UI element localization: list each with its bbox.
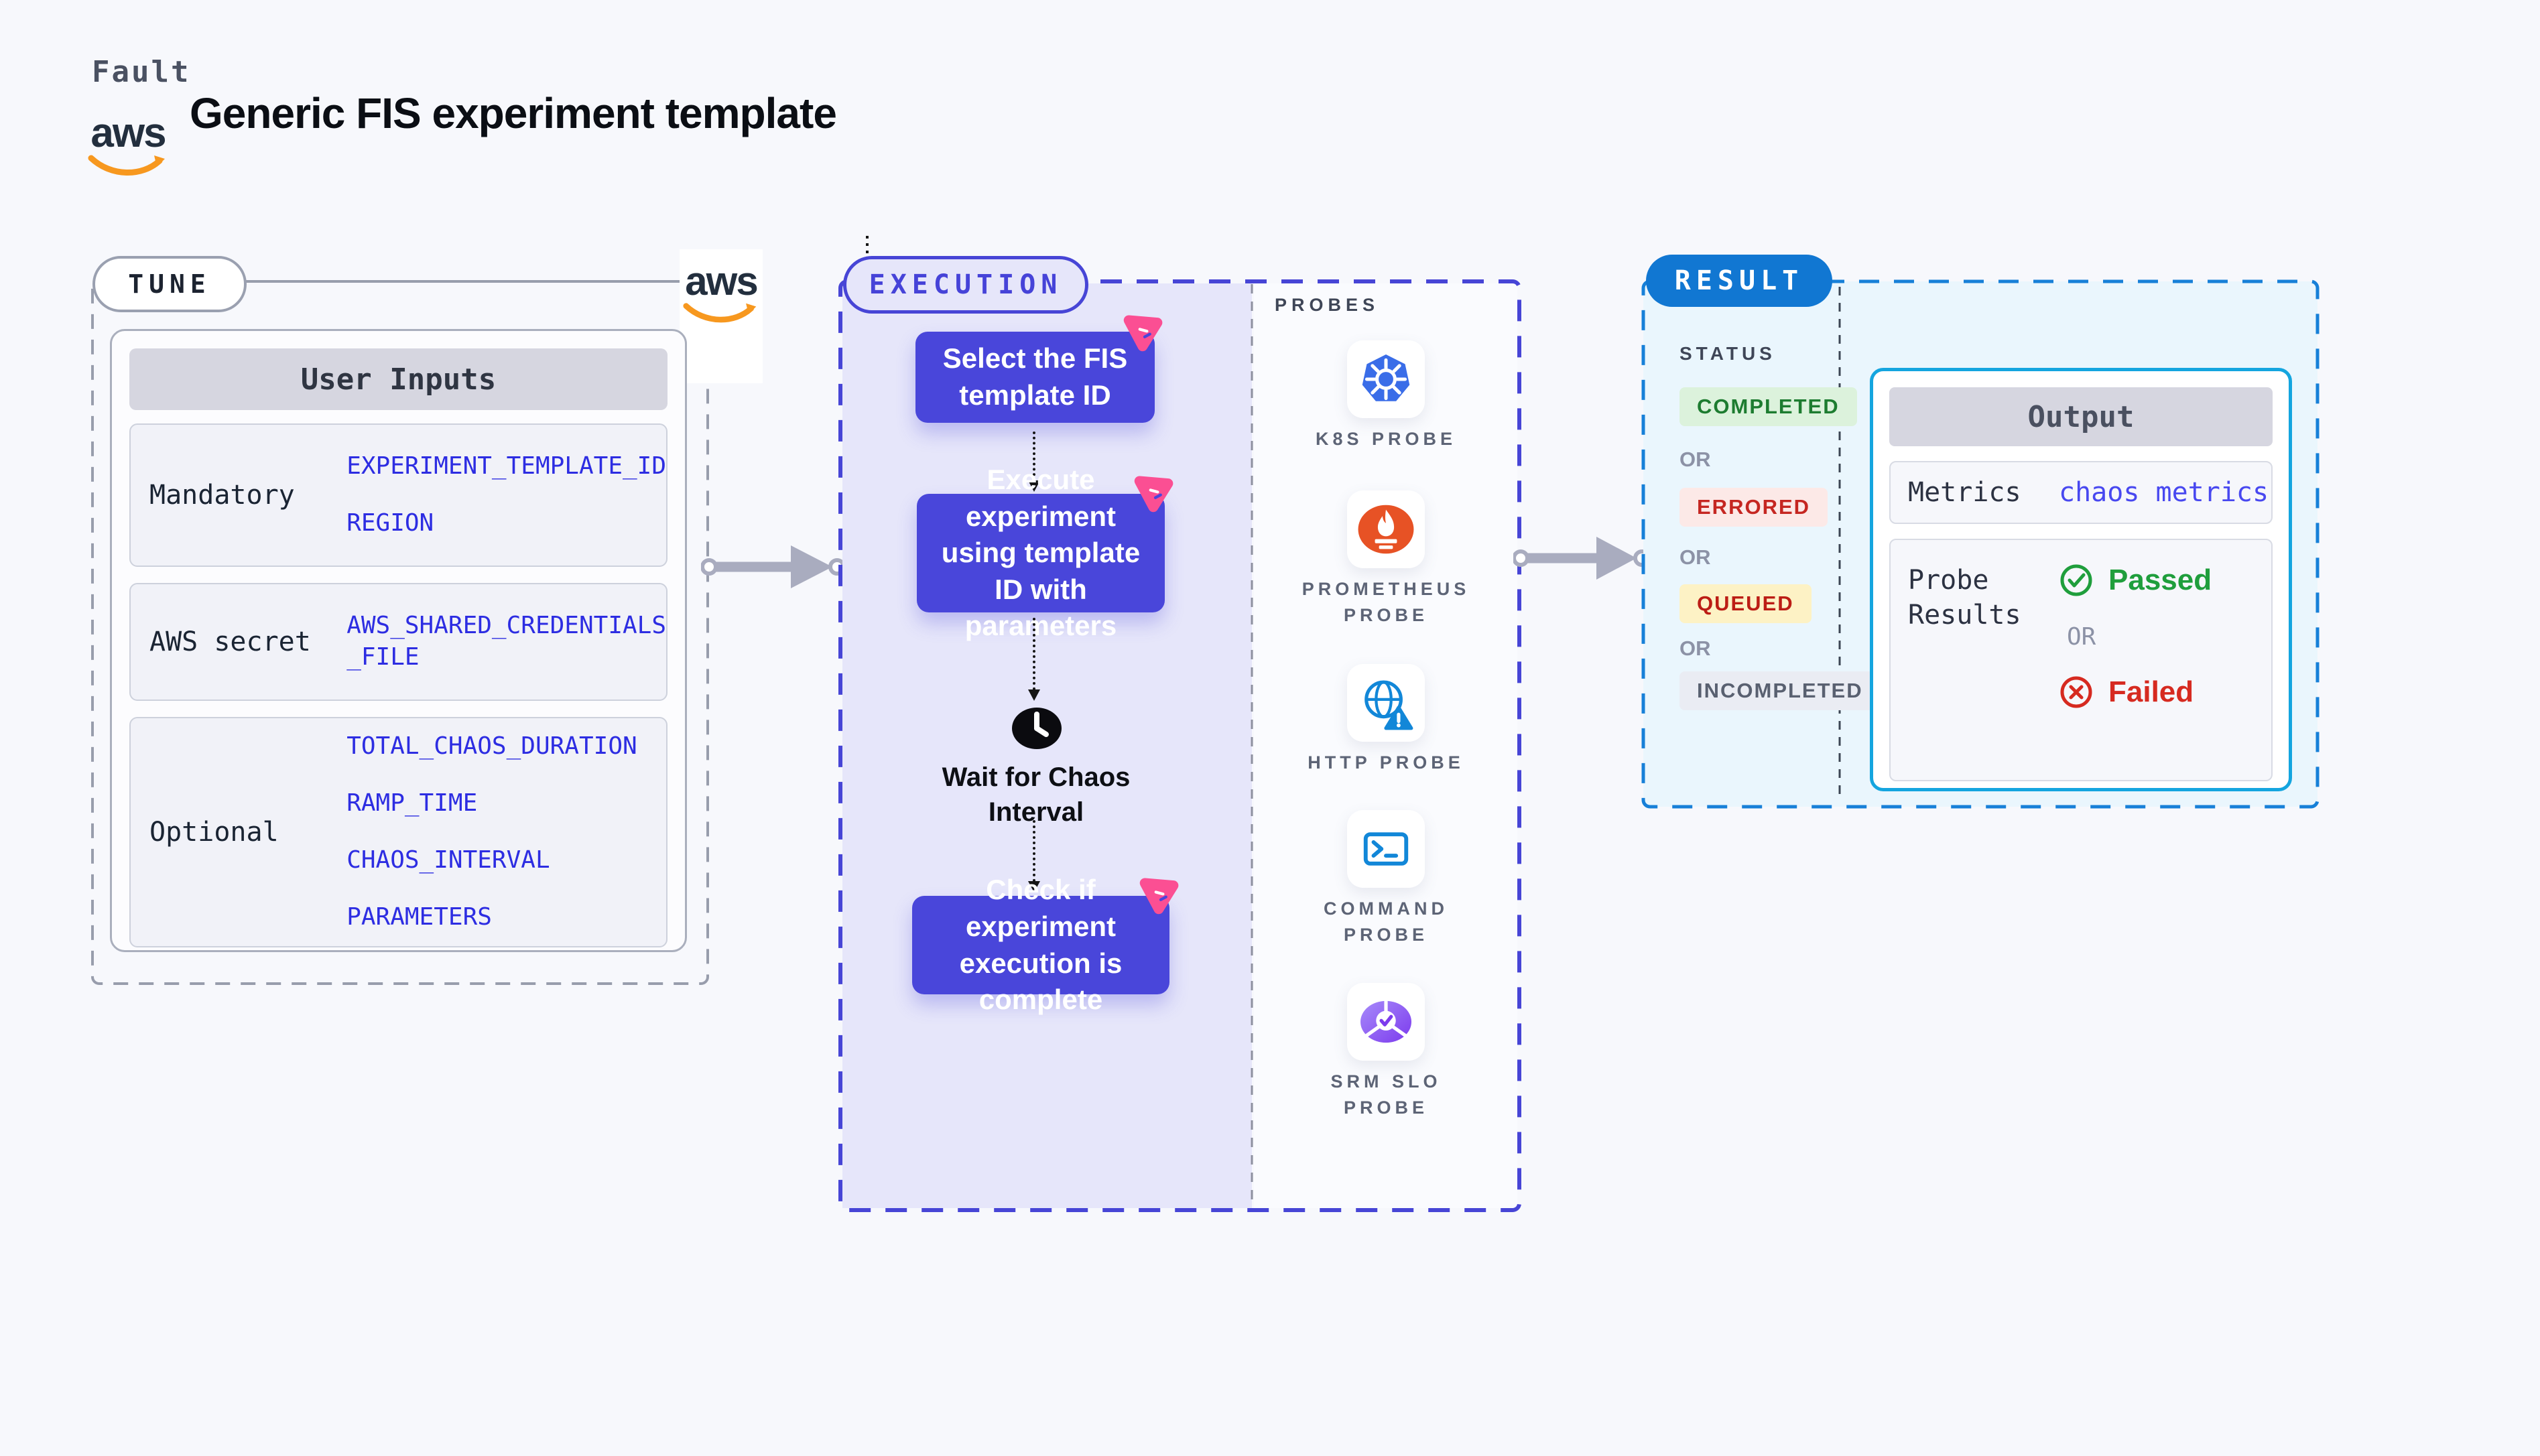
output-header: Output [1889,387,2273,446]
status-badge-queued: QUEUED [1679,584,1812,623]
aws-smile-icon [88,155,165,176]
aws-wordmark: aws [685,259,758,304]
result-pill-label: RESULT [1674,265,1804,296]
row-value: AWS_SHARED_CREDENTIALS_FILE [346,612,667,671]
page-title: Generic FIS experiment template [190,89,837,137]
aws-logo-tune: aws [680,249,763,383]
probe-label: PROMETHEUS PROBE [1301,579,1470,626]
probe-results-label: Probe Results [1908,565,2021,631]
table-header: User Inputs [129,348,668,410]
probe-card-srm-slo [1347,983,1425,1061]
tune-panel-border [91,280,709,985]
step-label: Select the FIS template ID [942,342,1128,411]
x-circle-icon [2060,676,2092,708]
tune-pill: TUNE [92,256,247,312]
probe-result-passed: Passed [2059,563,2212,598]
chaos-badge-icon [1123,315,1163,352]
aws-smile-icon [683,303,757,323]
execution-pill-label: EXECUTION [869,269,1063,300]
step-label: Check if experiment execution is complet… [959,874,1123,1016]
row-label: AWS secret [149,626,311,657]
row-value: RAMP_TIME [346,789,478,817]
probe-label: SRM SLO PROBE [1330,1071,1442,1118]
row-value: REGION [346,509,434,537]
status-badge-completed: COMPLETED [1679,387,1857,426]
metrics-link[interactable]: chaos metrics [2059,477,2269,508]
user-inputs-table: User Inputs Mandatory EXPERIMENT_TEMPLAT… [110,329,687,952]
probe-label: K8S PROBE [1315,429,1457,449]
failed-label: Failed [2108,675,2194,708]
probe-label: HTTP PROBE [1308,752,1464,773]
row-label: Mandatory [149,480,295,511]
table-row-optional: Optional TOTAL_CHAOS_DURATION RAMP_TIME … [129,717,668,947]
chaos-badge-icon [1139,878,1179,915]
flow-dotted-arrow [1028,432,1040,492]
row-value: PARAMETERS [346,903,492,931]
probe-card-prometheus [1347,490,1425,568]
execution-panel-border [838,279,1521,1212]
probe-card-k8s [1347,340,1425,418]
table-row-mandatory: Mandatory EXPERIMENT_TEMPLATE_ID REGION [129,423,668,567]
or-label: OR [1679,637,1711,660]
probe-card-command [1347,810,1425,888]
probe-label: COMMAND PROBE [1324,899,1448,945]
app-label: Fault [92,55,191,89]
table-row-aws-secret: AWS secret AWS_SHARED_CREDENTIALS_FILE [129,583,668,701]
probes-title: PROBES [1275,295,1380,315]
wait-step-label: Wait for Chaos Interval [942,763,1131,827]
result-pill: RESULT [1646,255,1832,307]
tune-pill-label: TUNE [128,269,211,299]
kubernetes-icon [1362,354,1410,401]
passed-label: Passed [2108,564,2212,596]
slo-pie-icon [1360,1000,1411,1043]
flow-arrow-execution-to-result [1513,537,1651,580]
step-execute-experiment: Execute experiment using template ID wit… [917,464,1165,641]
probe-card-http [1347,664,1425,742]
prometheus-icon [1358,505,1414,554]
or-label: OR [2067,623,2096,651]
row-value: CHAOS_INTERVAL [346,846,550,874]
execution-pill: EXECUTION [843,256,1088,314]
row-value: EXPERIMENT_TEMPLATE_ID [346,452,667,480]
aws-logo: aws [86,113,170,181]
probe-result-failed: Failed [2059,675,2212,710]
metrics-label: Metrics [1908,477,2021,508]
output-row-probe-results: Probe Results Passed OR Faile [1889,539,2273,781]
check-circle-icon [2060,564,2092,596]
output-row-metrics: Metrics chaos metrics [1889,461,2273,524]
step-select-template: Select the FIS template ID [915,332,1155,423]
clock-icon [1012,708,1062,749]
status-title: STATUS [1679,343,1776,364]
or-label: OR [1679,448,1711,471]
chaos-badge-icon [1134,476,1173,513]
row-value: TOTAL_CHAOS_DURATION [346,732,637,760]
flow-dotted-arrow [1028,820,1040,892]
aws-wordmark: aws [90,110,166,156]
terminal-icon [1363,832,1409,866]
step-label: Execute experiment using template ID wit… [941,464,1141,642]
status-badge-errored: ERRORED [1679,488,1828,527]
flow-dotted-arrow [1028,618,1040,701]
status-badge-incompleted: INCOMPLETED [1679,671,1881,710]
step-check-complete: Check if experiment execution is complet… [912,874,1169,1015]
http-globe-icon [1364,680,1413,730]
row-label: Optional [149,817,279,848]
flow-arrow-tune-to-execution [701,545,846,588]
output-card: Output Metrics chaos metrics Probe Resul… [1870,368,2292,791]
or-label: OR [1679,545,1711,569]
